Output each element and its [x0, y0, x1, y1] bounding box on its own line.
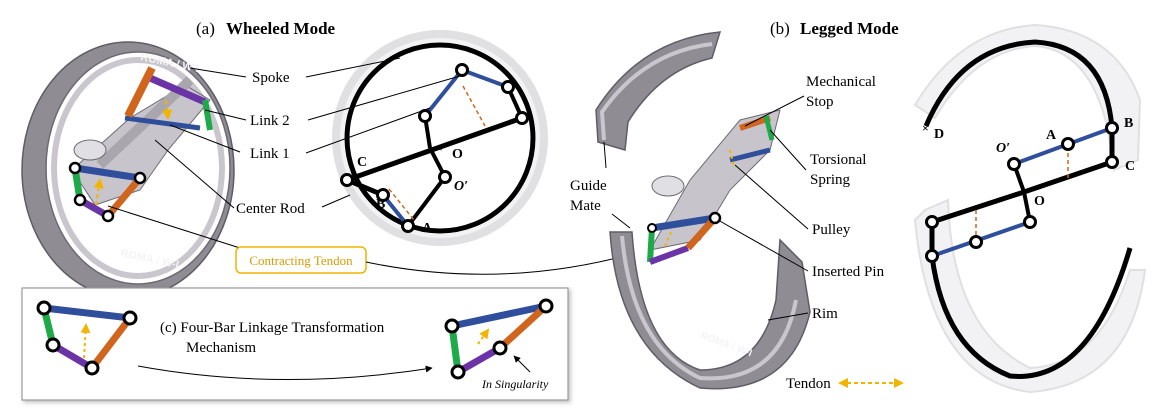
wheeled-mode-render: ROMA / W-I ROMA / W-I — [21, 41, 235, 299]
callout-link2: Link 2 — [250, 113, 290, 129]
point-label-b-B: B — [1124, 116, 1133, 131]
point-label-a-O-prime: O′ — [454, 179, 468, 194]
callout-pulley: Pulley — [812, 222, 851, 238]
callout-torsional-spring-2: Spring — [810, 172, 851, 188]
tendon-legend: Tendon — [786, 376, 904, 392]
point-label-b-D: D — [934, 127, 944, 142]
legged-mode-render: ROMA / W-I — [595, 31, 811, 390]
end-cross-b: × — [922, 121, 929, 135]
callouts-b: Mechanical Stop Torsional Spring Guide M… — [570, 74, 885, 322]
callout-guide-mate-1: Guide — [570, 178, 607, 194]
callout-mechanical-stop-2: Stop — [806, 94, 834, 110]
title-a-name: Wheeled Mode — [226, 19, 336, 38]
contracting-tendon-box: Contracting Tendon — [107, 205, 633, 275]
callout-link1: Link 1 — [250, 146, 290, 162]
callout-inserted-pin: Inserted Pin — [812, 264, 885, 280]
point-label-a-O: O — [452, 147, 463, 162]
point-label-b-O-prime: O′ — [996, 141, 1010, 156]
point-label-a-A: A — [422, 221, 433, 236]
wheeled-mode-schematic: × C B A O O′ — [332, 30, 548, 246]
center-cross-a: × — [436, 141, 443, 155]
point-label-a-C: C — [357, 155, 367, 170]
point-label-b-A: A — [1046, 128, 1057, 143]
legend-tendon-label: Tendon — [786, 376, 831, 392]
center-cross-b: × — [1020, 186, 1027, 200]
legged-mode-schematic: × × D B C A O′ O — [913, 23, 1147, 394]
legged-rim-text: ROMA / W-I — [699, 330, 754, 359]
point-label-b-C: C — [1125, 159, 1135, 174]
title-a-letter: (a) — [196, 19, 215, 38]
singularity-label: In Singularity — [481, 377, 549, 391]
callout-torsional-spring-1: Torsional — [810, 152, 866, 168]
panel-c-title-2: Mechanism — [186, 340, 256, 356]
point-label-b-O: O — [1034, 194, 1045, 209]
callout-mechanical-stop-1: Mechanical — [806, 74, 876, 90]
callouts-a: Spoke Link 2 Link 1 Center Rod — [154, 57, 461, 217]
callout-rim: Rim — [812, 306, 838, 322]
callout-spoke: Spoke — [252, 70, 290, 86]
panel-c: (c) Four-Bar Linkage Transformation Mech… — [21, 287, 569, 401]
panel-c-title-1: (c) Four-Bar Linkage Transformation — [160, 320, 385, 336]
title-b-name: Legged Mode — [800, 19, 899, 38]
callout-guide-mate-2: Mate — [570, 198, 601, 214]
title-b-letter: (b) — [770, 19, 790, 38]
point-label-a-B: B — [376, 197, 385, 212]
contracting-tendon-label: Contracting Tendon — [249, 253, 353, 268]
callout-center-rod: Center Rod — [236, 201, 305, 217]
